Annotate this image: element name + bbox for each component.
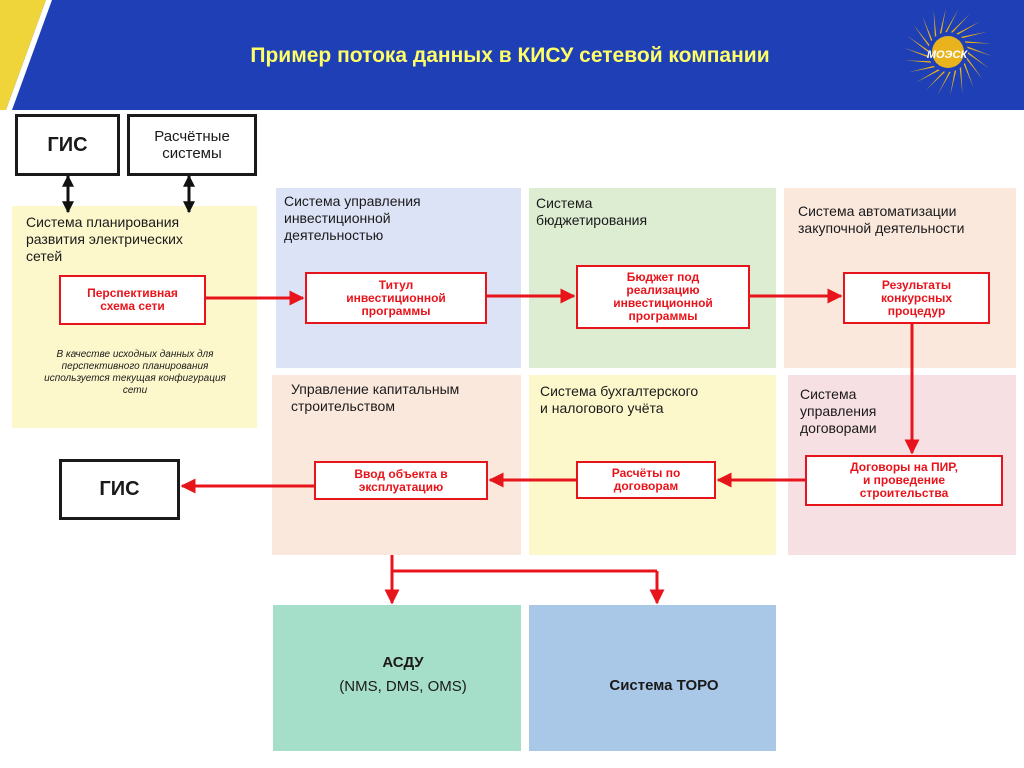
header-band: [0, 0, 1024, 110]
logo-ray: [926, 71, 946, 91]
asdu-title: АСДУ: [382, 654, 424, 671]
logo-ray: [966, 57, 983, 80]
logo-ray: [908, 65, 935, 73]
box-contracts: Договоры на ПИР, и проведение строительс…: [805, 455, 1003, 506]
planning-title: Система планирования развития электричес…: [26, 214, 183, 264]
logo-ray: [961, 31, 988, 39]
asdu-subtitle: (NMS, DMS, OMS): [339, 678, 467, 695]
logo-ray: [967, 52, 989, 69]
box-contract-settlements: Расчёты по договорам: [576, 461, 716, 499]
logo-ray: [913, 24, 930, 47]
planning-note: В качестве исходных данных для перспекти…: [44, 349, 226, 396]
logo-sun-core: [932, 36, 964, 68]
gis-top-label: ГИС: [47, 133, 88, 156]
box-investment-title: Титул инвестиционной программы: [305, 272, 487, 324]
box-network-scheme: Перспективная схема сети: [59, 275, 206, 325]
logo-ray: [959, 67, 963, 94]
logo-ray: [922, 16, 933, 42]
logo-ray: [950, 13, 970, 33]
calc-systems-label: Расчётные системы: [154, 128, 230, 162]
construction-title: Управление капитальным строительством: [291, 381, 460, 414]
logo-sun-rays: [904, 8, 992, 96]
page-title: Пример потока данных в КИСУ сетевой комп…: [250, 44, 770, 67]
logo-ray: [933, 10, 937, 37]
investment-title: Система управления инвестиционной деятел…: [284, 193, 421, 243]
panel-toro: [529, 605, 776, 751]
logo-ray: [963, 62, 974, 88]
calc-systems-box: Расчётные системы: [127, 114, 257, 176]
logo-ray: [904, 60, 932, 63]
company-logo: МОЭСК: [904, 8, 992, 96]
logo-ray: [916, 69, 940, 83]
contracts-title: Система управления договорами: [800, 386, 877, 436]
gis-top-box: ГИС: [15, 114, 120, 176]
box-budget: Бюджет под реализацию инвестиционной про…: [576, 265, 750, 329]
toro-title: Система ТОРО: [609, 677, 719, 694]
gis-bottom-box: ГИС: [59, 459, 180, 520]
box-tender-results: Результаты конкурсных процедур: [843, 272, 990, 324]
logo-ray: [907, 35, 929, 52]
box-commissioning: Ввод объекта в эксплуатацию: [314, 461, 488, 500]
accounting-title: Система бухгалтерского и налогового учёт…: [540, 383, 699, 416]
procurement-title: Система автоматизации закупочной деятель…: [798, 203, 965, 236]
panel-asdu: [273, 605, 521, 751]
arrow-split-connector: [390, 555, 657, 573]
logo-ray: [956, 21, 980, 35]
logo-text: МОЭСК: [927, 49, 969, 61]
gis-bottom-label: ГИС: [99, 478, 140, 500]
logo-ray: [964, 41, 992, 44]
budget-title: Система бюджетирования: [536, 195, 648, 228]
